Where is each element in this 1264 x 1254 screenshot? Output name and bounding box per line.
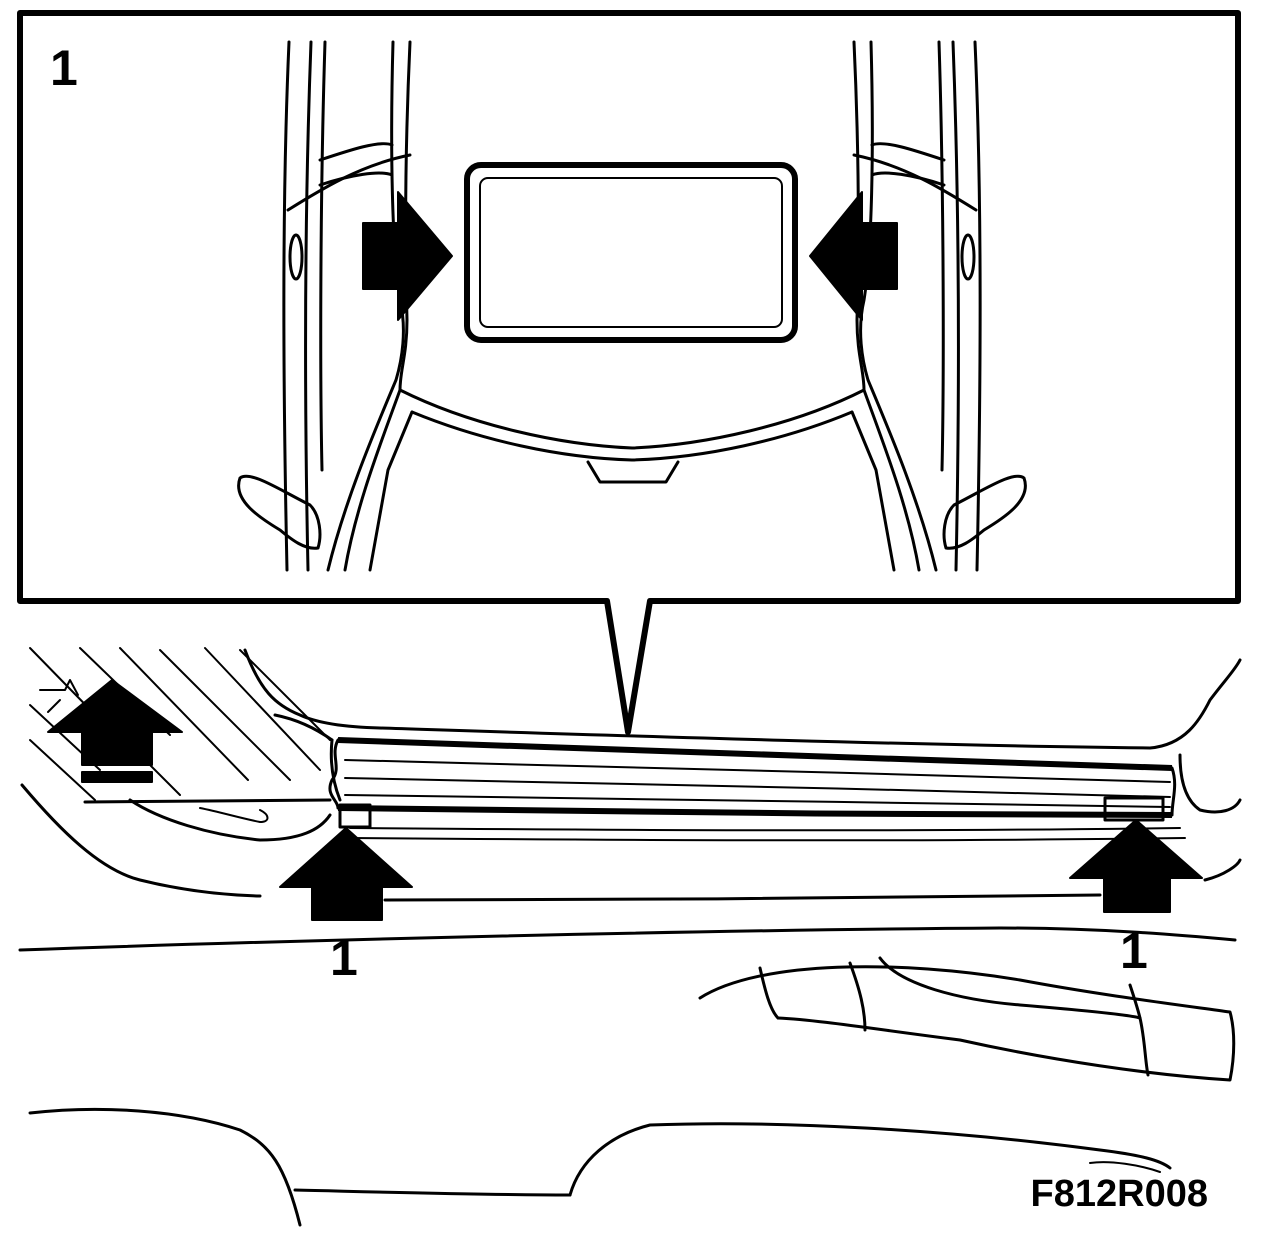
lift-arrow-right-icon	[1069, 819, 1203, 913]
figure-code: F812R008	[1031, 1173, 1208, 1215]
main-view: 1 1	[18, 647, 1242, 1227]
press-arrow-left-icon	[362, 191, 453, 321]
lift-arrow-upper-left-base-icon	[81, 771, 153, 783]
headliner-edge	[368, 388, 896, 572]
right-pillar-trim	[852, 40, 1027, 572]
roof-console	[18, 648, 1242, 952]
grab-handle	[698, 956, 1236, 1082]
seat-outline	[28, 1107, 1172, 1227]
detail-inset: 1	[17, 10, 1241, 735]
lift-arrow-upper-left-icon	[47, 679, 183, 766]
inset-frame	[17, 10, 1241, 735]
mirror-display-unit	[464, 162, 798, 343]
callout-number-right: 1	[1120, 923, 1148, 979]
lift-arrow-left-icon	[279, 827, 413, 921]
trim-strip	[328, 737, 1186, 842]
clip-left	[338, 803, 372, 829]
press-arrow-right-icon	[809, 191, 898, 321]
clip-right	[1103, 796, 1165, 822]
inset-callout-number: 1	[50, 40, 78, 96]
left-pillar-trim	[237, 40, 412, 572]
callout-number-left: 1	[330, 930, 358, 986]
